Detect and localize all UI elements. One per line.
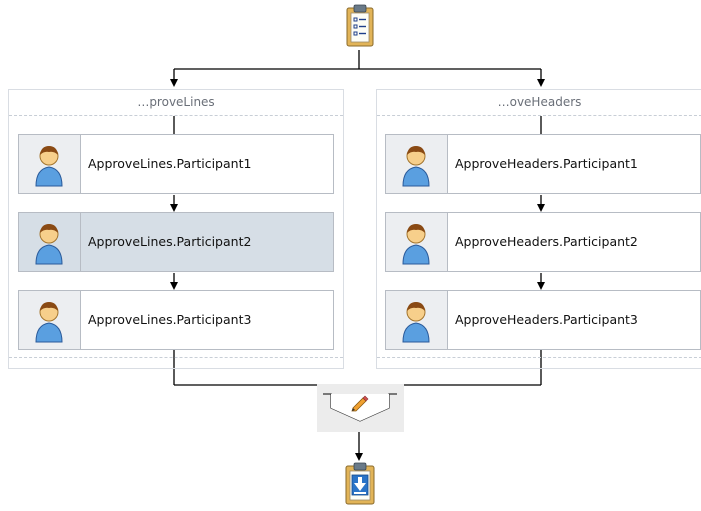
participant-node[interactable]: ApproveHeaders.Participant1 <box>385 134 701 194</box>
lane-approve-headers[interactable]: …oveHeaders <box>376 89 701 369</box>
participant-label: ApproveLines.Participant2 <box>88 234 252 249</box>
lane-header: …proveLines <box>9 90 343 116</box>
participant-label: ApproveLines.Participant3 <box>88 312 252 327</box>
participant-label: ApproveHeaders.Participant2 <box>455 234 638 249</box>
participant-icon-cell <box>386 291 448 349</box>
user-icon <box>35 146 63 187</box>
participant-label: ApproveLines.Participant1 <box>88 156 252 171</box>
lane-approve-lines[interactable]: …proveLines <box>8 89 344 369</box>
participant-icon-cell <box>19 291 81 349</box>
participant-label: ApproveHeaders.Participant3 <box>455 312 638 327</box>
user-icon <box>402 146 430 187</box>
participant-node[interactable]: ApproveLines.Participant1 <box>18 134 334 194</box>
user-icon <box>402 302 430 343</box>
lane-header: …oveHeaders <box>377 90 701 116</box>
participant-icon-cell <box>386 135 448 193</box>
participant-icon-cell <box>19 213 81 271</box>
participant-node[interactable]: ApproveLines.Participant2 <box>18 212 334 272</box>
lane-divider <box>377 357 701 358</box>
user-icon <box>35 302 63 343</box>
participant-node[interactable]: ApproveHeaders.Participant2 <box>385 212 701 272</box>
lane-divider <box>9 357 343 358</box>
end-task-icon[interactable] <box>343 461 377 507</box>
start-task-icon[interactable] <box>344 3 376 49</box>
user-icon <box>402 224 430 265</box>
participant-icon-cell <box>386 213 448 271</box>
participant-icon-cell <box>19 135 81 193</box>
user-icon <box>35 224 63 265</box>
merge-node[interactable] <box>317 384 404 432</box>
participant-node[interactable]: ApproveHeaders.Participant3 <box>385 290 701 350</box>
participant-node[interactable]: ApproveLines.Participant3 <box>18 290 334 350</box>
pencil-icon <box>351 395 369 412</box>
participant-label: ApproveHeaders.Participant1 <box>455 156 638 171</box>
